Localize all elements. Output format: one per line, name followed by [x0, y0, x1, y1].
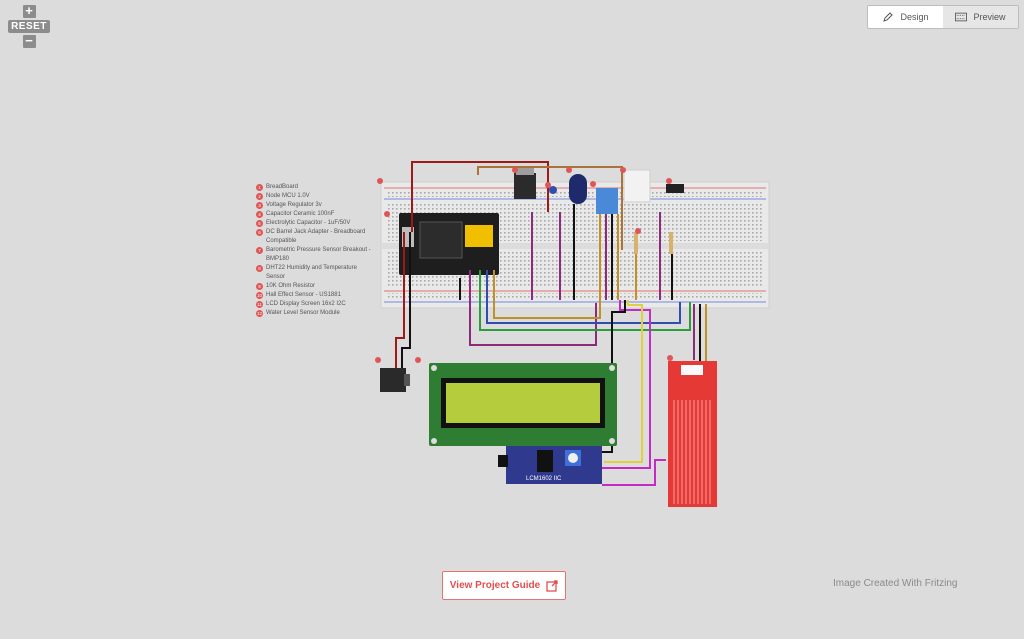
external-link-icon [546, 579, 558, 592]
resistor [669, 232, 673, 254]
bmp180-sensor [596, 188, 618, 214]
breadboard-icon [955, 12, 968, 22]
zoom-controls: + RESET − [8, 4, 50, 48]
pencil-icon [883, 12, 894, 22]
ceramic-capacitor [549, 186, 557, 194]
water-level-sensor [668, 361, 717, 507]
part-markers [375, 167, 673, 363]
resistor [634, 232, 638, 254]
hall-effect-sensor [666, 184, 684, 193]
i2c-module-label: LCM1602 IIC [526, 476, 562, 482]
view-project-guide-label: View Project Guide [449, 580, 541, 591]
nodemcu-board [399, 213, 499, 275]
preview-tab-label: Preview [973, 12, 1006, 22]
design-tab-label: Design [900, 12, 929, 22]
wires [395, 161, 707, 486]
preview-tab[interactable]: Preview [943, 6, 1018, 28]
i2c-module [498, 446, 602, 484]
zoom-in-button[interactable]: + [22, 4, 36, 18]
dc-barrel-jack [380, 368, 410, 392]
view-mode-toggle: Design Preview [867, 5, 1019, 29]
electrolytic-capacitor [569, 174, 587, 204]
design-tab[interactable]: Design [868, 6, 943, 28]
dht22-sensor [623, 169, 651, 203]
reset-zoom-button[interactable]: RESET [8, 20, 50, 33]
fritzing-credit: Image Created With Fritzing [833, 578, 958, 589]
zoom-out-button[interactable]: − [22, 34, 36, 48]
view-project-guide-button[interactable]: View Project Guide [442, 571, 566, 600]
voltage-regulator [514, 166, 536, 199]
lcd-display [429, 363, 617, 446]
